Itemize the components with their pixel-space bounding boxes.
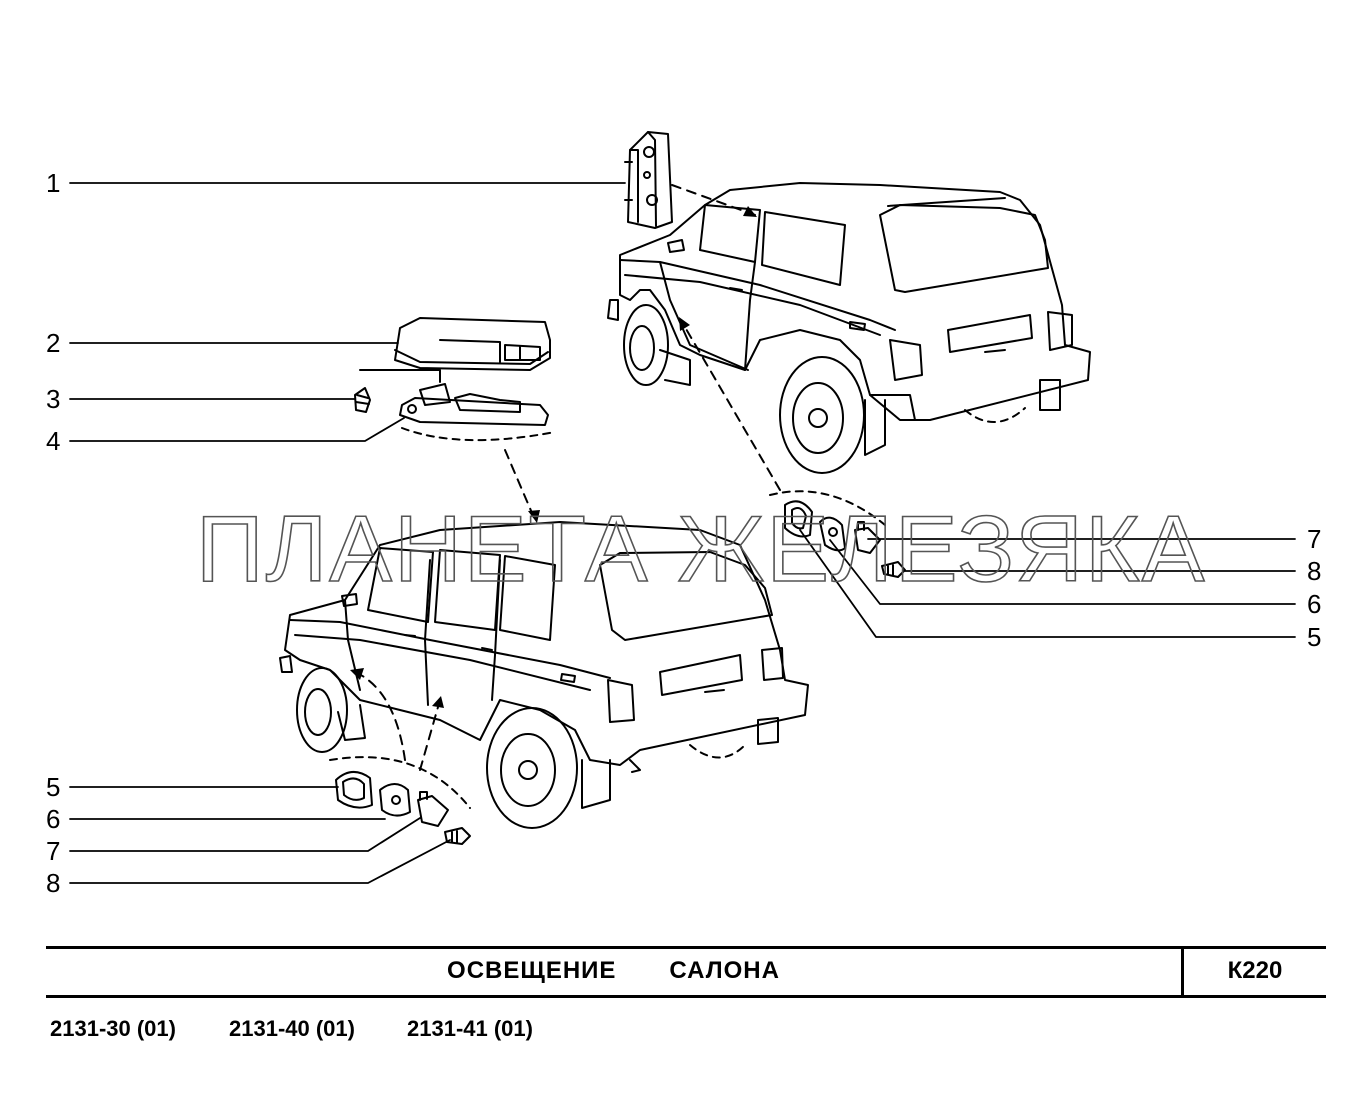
arrow-heads <box>350 206 757 708</box>
callout-8-right: 8 <box>1307 556 1321 586</box>
callout-2: 2 <box>46 328 60 358</box>
diagram-code: К220 <box>1227 957 1283 984</box>
model-code: 2131-41 (01) <box>407 1016 533 1041</box>
title-divider <box>1181 949 1184 995</box>
left-switch-group <box>329 756 471 845</box>
callout-6-left: 6 <box>46 804 60 834</box>
callout-3: 3 <box>46 384 60 414</box>
callout-4: 4 <box>46 426 60 456</box>
callout-numbers: 1 2 3 4 7 8 6 5 5 6 7 8 <box>46 168 1321 898</box>
right-switch-group <box>769 490 906 578</box>
part-4-lamp-base <box>399 383 556 442</box>
callout-1: 1 <box>46 168 60 198</box>
part-2-ceiling-lamp-lens <box>394 317 551 371</box>
callout-7-left: 7 <box>46 836 60 866</box>
model-code: 2131-30 (01) <box>50 1016 176 1041</box>
callout-6-right: 6 <box>1307 589 1321 619</box>
diagram-title: ОСВЕЩЕНИЕ САЛОНА <box>447 957 780 984</box>
car-lower-illustration <box>279 521 809 829</box>
car-upper-illustration <box>607 182 1091 474</box>
callout-5-left: 5 <box>46 772 60 802</box>
assembly-arrows <box>354 184 781 771</box>
callout-8-left: 8 <box>46 868 60 898</box>
parts-diagram: ПЛАНЕТА ЖЕЛЕЗЯКА 1 2 3 4 7 8 6 5 5 6 7 8 <box>46 131 1321 898</box>
leader-lines <box>69 182 1296 884</box>
callout-5-right: 5 <box>1307 622 1321 652</box>
title-block: ОСВЕЩЕНИЕ САЛОНА К220 <box>46 946 1326 998</box>
part-1-lamp <box>624 131 673 229</box>
callout-7-right: 7 <box>1307 524 1321 554</box>
watermark: ПЛАНЕТА ЖЕЛЕЗЯКА <box>196 496 1207 601</box>
part-3-screw <box>354 369 441 413</box>
model-code: 2131-40 (01) <box>229 1016 355 1041</box>
